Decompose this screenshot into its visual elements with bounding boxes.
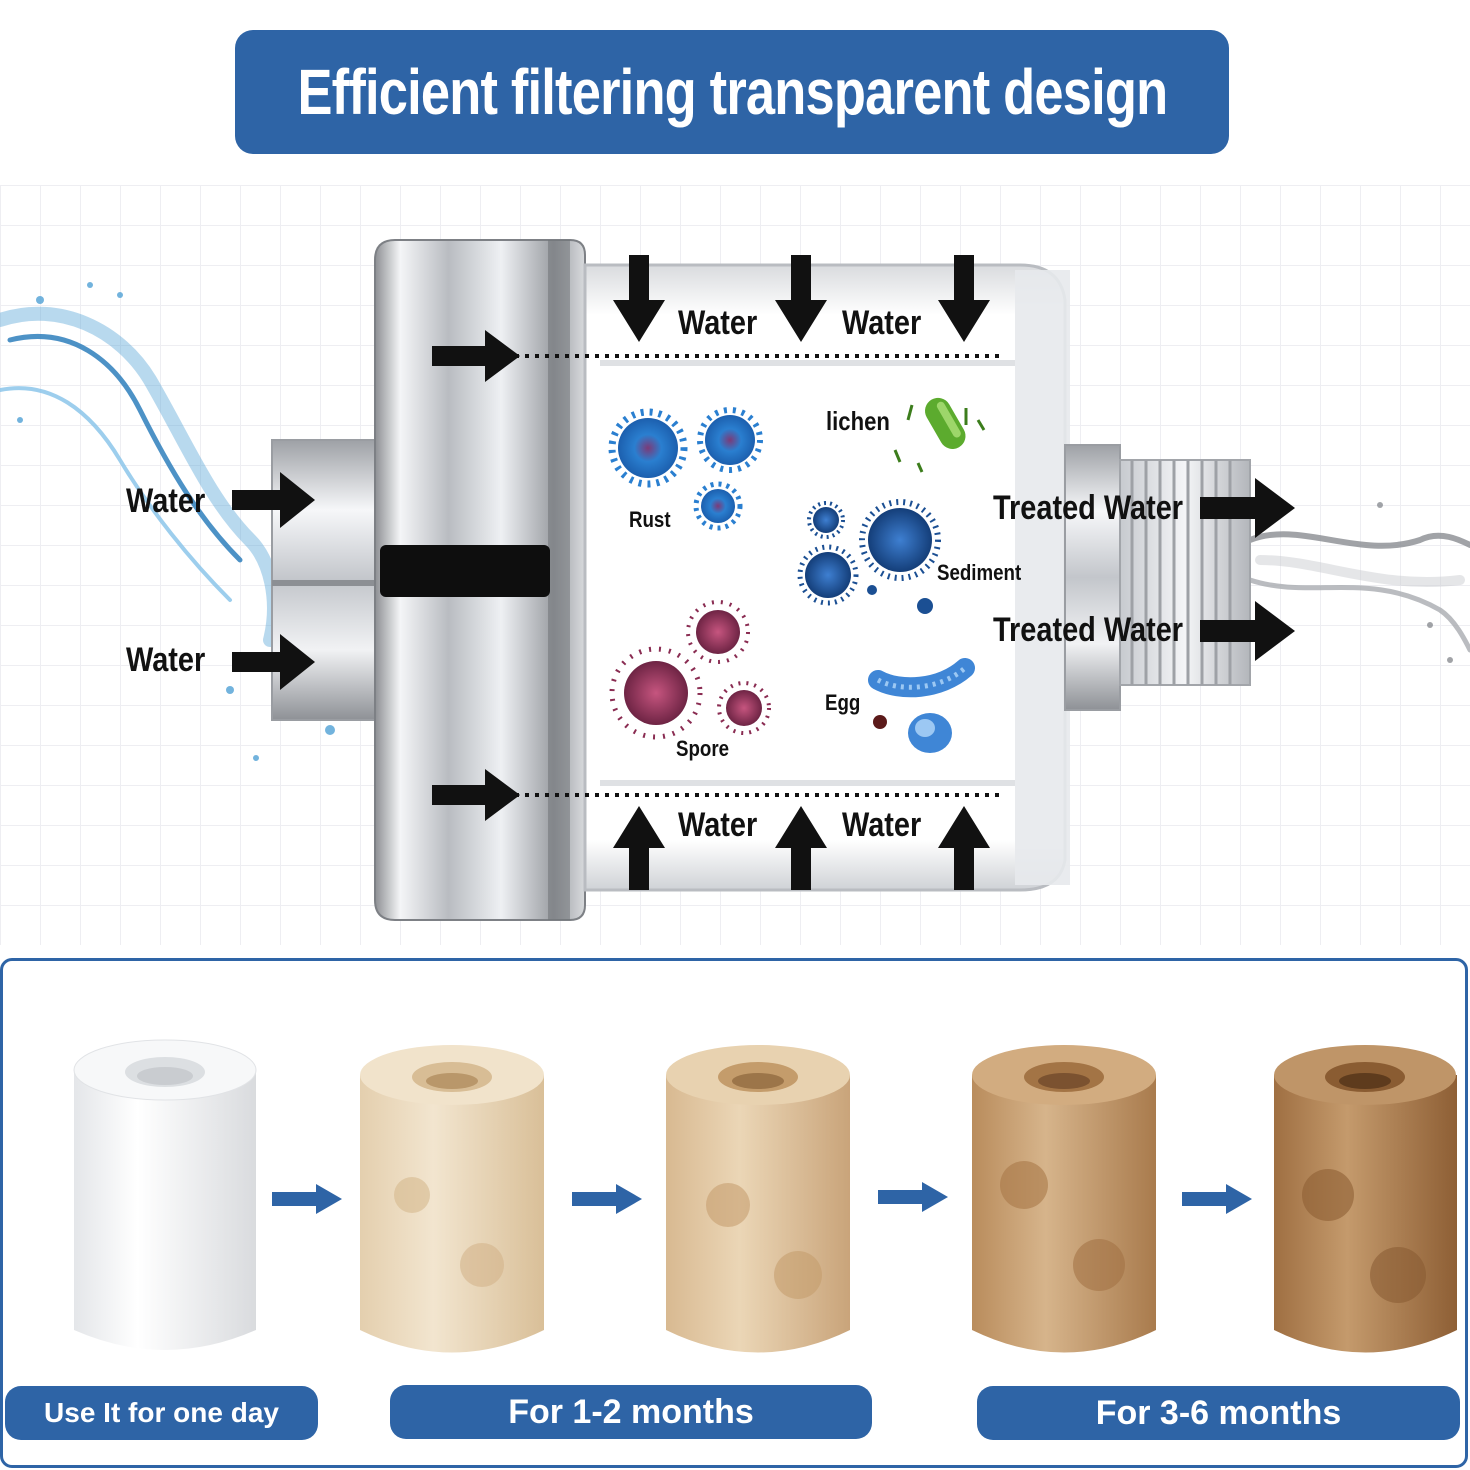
cap-arrow-bottom xyxy=(432,769,520,821)
chrome-cap xyxy=(374,239,586,921)
stage-label-one-day: Use It for one day xyxy=(5,1386,318,1440)
down-arrows xyxy=(613,255,990,342)
stage-label-3-6-months: For 3-6 months xyxy=(977,1386,1460,1440)
up-arrows xyxy=(613,806,990,890)
cap-arrow-top xyxy=(432,330,520,382)
cartridge-new xyxy=(73,1039,257,1350)
stage-arrow-4 xyxy=(1182,1184,1252,1214)
stage-arrow-1 xyxy=(272,1184,342,1214)
egg-icon xyxy=(868,658,975,753)
outlet-arrow-2 xyxy=(1200,601,1295,661)
outlet-arrow-1 xyxy=(1200,478,1295,538)
sediment-virus-icon xyxy=(797,499,941,614)
water-splash-right xyxy=(1247,502,1470,663)
inlet-arrows xyxy=(232,330,1295,821)
sediment-label: Sediment xyxy=(937,560,1022,585)
stage-label-1-2-months-text: For 1-2 months xyxy=(508,1392,754,1431)
rust-label: Rust xyxy=(629,507,671,532)
stage-label-1-2-months: For 1-2 months xyxy=(390,1385,872,1439)
flow-label-bottom-1: Water xyxy=(678,806,758,844)
inlet-arrow-2 xyxy=(232,634,315,690)
outlet-label-2: Treated Water xyxy=(993,611,1184,649)
rust-virus-icon xyxy=(608,407,763,531)
stage-arrow-2 xyxy=(572,1184,642,1214)
stage-label-3-6-months-text: For 3-6 months xyxy=(1095,1393,1342,1432)
spore-label: Spore xyxy=(676,736,730,761)
lichen-icon xyxy=(893,397,986,473)
cartridge-stage-4 xyxy=(972,1045,1156,1353)
lichen-label: lichen xyxy=(826,406,890,436)
filter-diagram xyxy=(0,239,1470,921)
inlet-label-1: Water xyxy=(126,482,206,520)
cartridge-stage-3 xyxy=(666,1045,850,1353)
stage-arrow-3 xyxy=(878,1182,948,1212)
inlet-arrow-1 xyxy=(232,472,315,528)
cartridge-stage-2 xyxy=(360,1045,544,1353)
water-splash-left xyxy=(0,282,335,761)
outlet-label-1: Treated Water xyxy=(993,489,1184,527)
flow-label-bottom-2: Water xyxy=(842,806,922,844)
egg-label: Egg xyxy=(825,690,861,715)
flow-label-top-2: Water xyxy=(842,304,922,342)
outlet-thread xyxy=(1064,444,1251,711)
flow-label-top-1: Water xyxy=(678,304,758,342)
page-title: Efficient filtering transparent design xyxy=(297,56,1168,128)
title-banner: Efficient filtering transparent design xyxy=(235,30,1229,154)
cartridge-stage-5 xyxy=(1274,1045,1457,1353)
stage-label-one-day-text: Use It for one day xyxy=(44,1397,279,1428)
spore-virus-icon xyxy=(609,600,771,740)
inlet-label-2: Water xyxy=(126,641,206,679)
